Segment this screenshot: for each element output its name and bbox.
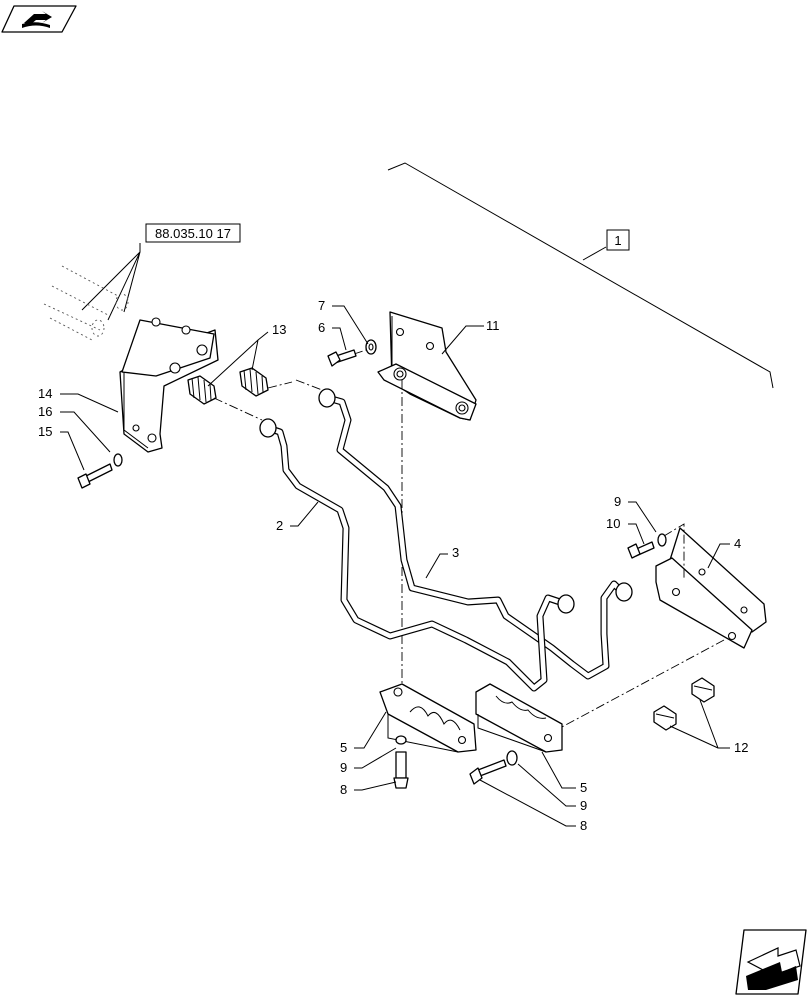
group-callout-box[interactable] xyxy=(606,229,630,251)
union-fitting-right[interactable] xyxy=(239,367,269,397)
alignment-line xyxy=(267,379,323,391)
reference-code: 88.035.10 17 xyxy=(155,226,231,241)
leader-lines xyxy=(60,305,730,827)
callout-8-right[interactable]: 8 xyxy=(580,818,587,833)
callout-4[interactable]: 4 xyxy=(734,536,741,551)
callout-7[interactable]: 7 xyxy=(318,298,325,313)
washer[interactable] xyxy=(113,453,123,467)
callout-6[interactable]: 6 xyxy=(318,320,325,335)
hex-bolt[interactable] xyxy=(327,349,357,367)
callout-9-bottom[interactable]: 9 xyxy=(340,760,347,775)
hex-bolt[interactable] xyxy=(627,541,655,559)
fitting-lower[interactable] xyxy=(653,705,677,731)
callout-14[interactable]: 14 xyxy=(38,386,52,401)
alignment-line xyxy=(559,639,725,729)
reference-leaders xyxy=(81,243,141,321)
fitting-upper[interactable] xyxy=(691,677,715,703)
hydraulic-pipe-2[interactable] xyxy=(259,418,575,692)
callout-15[interactable]: 15 xyxy=(38,424,52,439)
hex-bolt[interactable] xyxy=(469,759,507,785)
callout-10[interactable]: 10 xyxy=(606,516,620,531)
angle-bracket[interactable] xyxy=(655,527,767,649)
alignment-line xyxy=(353,349,367,355)
callout-16[interactable]: 16 xyxy=(38,404,52,419)
next-page-arrow-icon[interactable] xyxy=(735,929,807,995)
callout-9-right-bottom[interactable]: 9 xyxy=(580,798,587,813)
alignment-line xyxy=(663,523,685,578)
callout-2[interactable]: 2 xyxy=(276,518,283,533)
hydraulic-pipe-3[interactable] xyxy=(318,388,633,680)
hex-bolt[interactable] xyxy=(77,463,113,489)
mounting-bracket[interactable] xyxy=(377,311,477,421)
washer[interactable] xyxy=(506,750,518,766)
support-bracket[interactable] xyxy=(119,317,219,453)
group-callout: 1 xyxy=(614,233,621,248)
callout-13[interactable]: 13 xyxy=(272,322,286,337)
callout-5-right[interactable]: 5 xyxy=(580,780,587,795)
callout-12[interactable]: 12 xyxy=(734,740,748,755)
washer[interactable] xyxy=(365,339,377,355)
union-fitting-left[interactable] xyxy=(187,375,217,405)
callout-3[interactable]: 3 xyxy=(452,545,459,560)
hex-bolt[interactable] xyxy=(393,751,409,789)
pipe-clamp-right[interactable] xyxy=(475,683,563,753)
callout-5-left[interactable]: 5 xyxy=(340,740,347,755)
existing-lines xyxy=(43,265,129,341)
alignment-line xyxy=(213,397,263,421)
pipe-clamp-left[interactable] xyxy=(379,683,477,753)
callout-11[interactable]: 11 xyxy=(486,318,500,333)
washer[interactable] xyxy=(657,533,667,547)
group-bracket xyxy=(387,162,774,389)
callout-8-left[interactable]: 8 xyxy=(340,782,347,797)
washer[interactable] xyxy=(395,735,407,745)
book-with-arrow-icon[interactable] xyxy=(1,5,77,33)
callout-9-right[interactable]: 9 xyxy=(614,494,621,509)
reference-code-box[interactable] xyxy=(145,223,241,243)
